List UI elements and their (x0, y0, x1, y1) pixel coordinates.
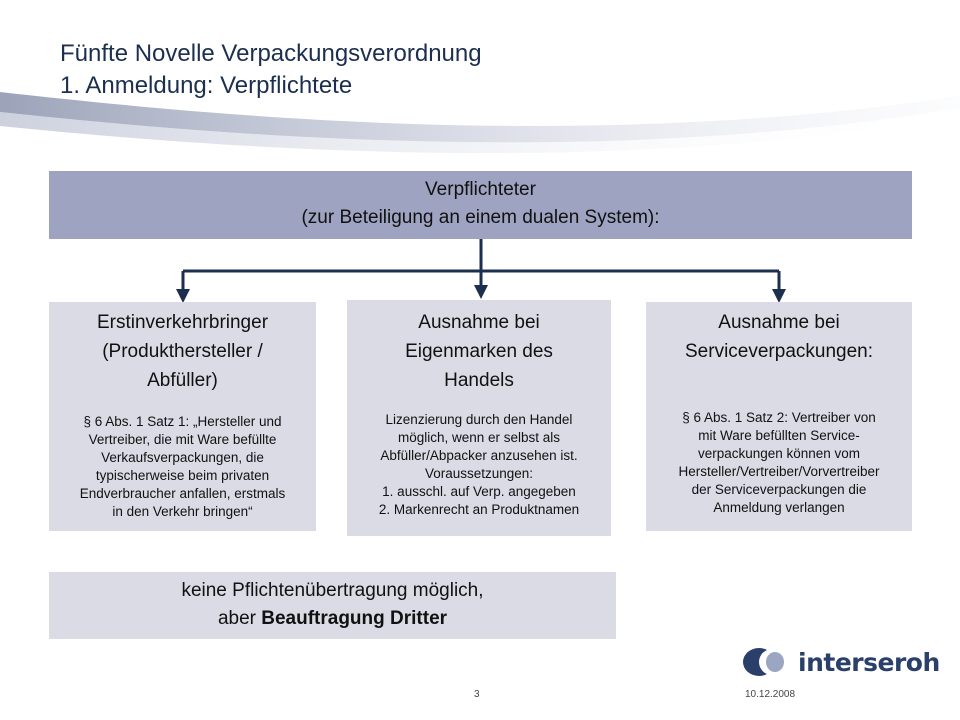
service-packaging-box: Ausnahme bei Serviceverpackungen: § 6 Ab… (646, 302, 912, 531)
body-line: in den Verkehr bringen“ (112, 504, 253, 519)
obligated-party-line-1: Verpflichteter (425, 179, 536, 200)
private-label-heading: Ausnahme bei Eigenmarken des Handels (355, 308, 603, 395)
logo-mark-icon (743, 648, 785, 676)
no-transfer-prefix: aber (217, 608, 262, 629)
body-line: Vertreiber, die mit Ware befüllte (88, 432, 277, 447)
body-line: Verkaufsverpackungen, die (101, 450, 264, 465)
title-line-2: 1. Anmeldung: Verpflichtete (60, 72, 353, 99)
company-logo: interseroh (742, 645, 942, 679)
first-distributor-box: Erstinverkehrbringer (Produkthersteller … (49, 302, 316, 531)
heading-line: Ausnahme bei (718, 312, 840, 333)
first-distributor-heading: Erstinverkehrbringer (Produkthersteller … (57, 308, 308, 395)
body-line: Endverbraucher anfallen, erstmals (79, 486, 286, 501)
title-line-1: Fünfte Novelle Verpackungsverordnung (60, 40, 482, 67)
heading-line: Handels (444, 370, 514, 391)
private-label-box: Ausnahme bei Eigenmarken des Handels Liz… (347, 300, 611, 536)
heading-line: Abfüller) (147, 370, 218, 391)
heading-line: Serviceverpackungen: (685, 341, 873, 362)
heading-line: (Produkthersteller / (102, 341, 263, 362)
body-line: Lizenzierung durch den Handel (385, 412, 573, 427)
no-transfer-line-1: keine Pflichtenübertragung möglich, (181, 580, 484, 601)
no-transfer-line-2: aber Beauftragung Dritter (49, 605, 616, 633)
obligated-party-box: Verpflichteter (zur Beteiligung an einem… (49, 171, 912, 239)
body-line: Voraussetzungen: (424, 466, 534, 481)
private-label-text: Lizenzierung durch den Handel möglich, w… (355, 411, 603, 519)
body-line: Anmeldung verlangen (713, 500, 845, 515)
heading-line: Eigenmarken des (405, 341, 553, 362)
body-line: der Serviceverpackungen die (691, 482, 867, 497)
header-swoosh (0, 92, 960, 154)
body-line: 2. Markenrecht an Produktnamen (378, 502, 580, 517)
arrow-mid-head (474, 285, 488, 299)
arrow-left-head (176, 289, 190, 303)
page-number: 3 (474, 689, 480, 700)
heading-line: Erstinverkehrbringer (96, 312, 269, 333)
heading-line: Ausnahme bei (418, 312, 540, 333)
logo-text: interseroh (798, 647, 940, 677)
body-line: möglich, wenn er selbst als (397, 430, 561, 445)
body-line: § 6 Abs. 1 Satz 1: „Hersteller und (83, 414, 282, 429)
body-line: Abfüller/Abpacker anzusehen ist. (380, 448, 578, 463)
service-packaging-text: § 6 Abs. 1 Satz 2: Vertreiber von mit Wa… (654, 409, 904, 517)
no-transfer-box: keine Pflichtenübertragung möglich, aber… (49, 572, 616, 639)
body-line: Hersteller/Vertreiber/Vorvertreiber (678, 464, 880, 479)
first-distributor-text: § 6 Abs. 1 Satz 1: „Hersteller und Vertr… (57, 413, 308, 521)
page-title: Fünfte Novelle Verpackungsverordnung 1. … (60, 38, 860, 102)
obligated-party-line-2: (zur Beteiligung an einem dualen System)… (301, 207, 660, 228)
footer-date: 10.12.2008 (745, 689, 796, 700)
body-line: typischerweise beim privaten (95, 468, 270, 483)
arrow-right-head (772, 289, 786, 303)
body-line: 1. ausschl. auf Verp. angegeben (382, 484, 576, 499)
body-line: verpackungen können vom (697, 446, 861, 461)
body-line: § 6 Abs. 1 Satz 2: Vertreiber von (682, 410, 876, 425)
body-line: mit Ware befüllten Service- (698, 428, 860, 443)
third-party-commission: Beauftragung Dritter (261, 608, 448, 629)
service-packaging-heading: Ausnahme bei Serviceverpackungen: (654, 308, 904, 366)
